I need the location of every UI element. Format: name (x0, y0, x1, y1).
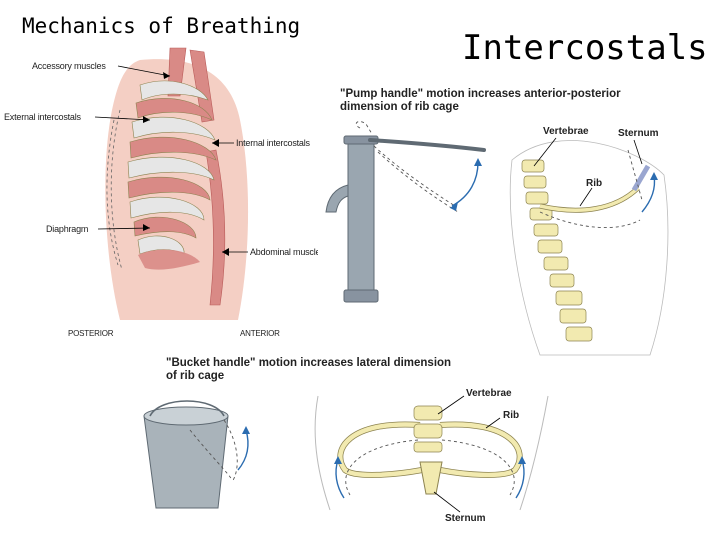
bucket-caption-line-1: "Bucket handle" motion increases lateral… (166, 357, 452, 369)
pump-handle-caption: "Pump handle" motion increases anterior-… (340, 88, 621, 114)
pump-caption-line-2: dimension of rib cage (340, 101, 459, 113)
bucket-label-sternum: Sternum (445, 513, 486, 524)
bucket-label-vertebrae: Vertebrae (466, 388, 512, 399)
label-external-intercostals: External intercostals (4, 112, 81, 122)
label-posterior: POSTERIOR (68, 329, 114, 338)
label-abdominal-muscles: Abdominal muscles (250, 247, 318, 257)
label-anterior: ANTERIOR (240, 329, 280, 338)
pump-label-sternum: Sternum (618, 128, 659, 139)
slide-title-mechanics: Mechanics of Breathing (22, 14, 301, 38)
label-internal-intercostals: Internal intercostals (236, 138, 310, 148)
pump-label-vertebrae: Vertebrae (543, 126, 589, 137)
slide-title-intercostals: Intercostals (462, 28, 708, 68)
bucket-label-rib: Rib (503, 410, 520, 421)
bucket-handle-caption: "Bucket handle" motion increases lateral… (166, 357, 451, 383)
bucket-caption-line-2: of rib cage (166, 370, 225, 382)
label-accessory-muscles: Accessory muscles (32, 61, 106, 71)
pump-label-rib: Rib (586, 178, 603, 189)
label-diaphragm: Diaphragm (46, 224, 89, 234)
pump-caption-line-1: "Pump handle" motion increases anterior-… (340, 88, 621, 100)
